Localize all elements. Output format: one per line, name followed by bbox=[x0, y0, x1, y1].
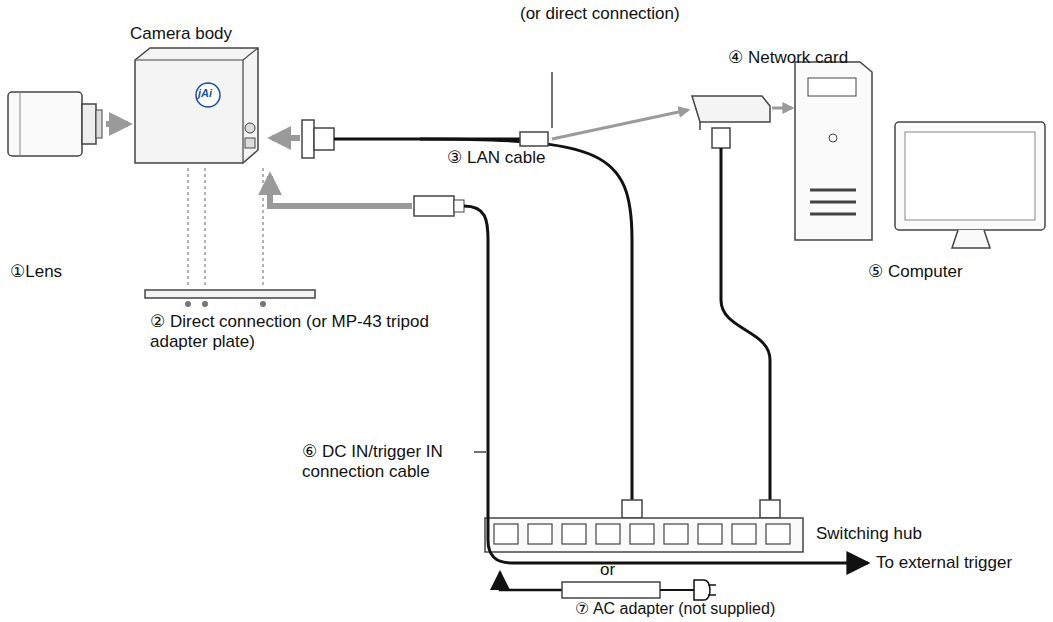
rj45-plug bbox=[712, 128, 730, 148]
signal-label: To external trigger bbox=[876, 553, 1012, 573]
lan-cable-to-hub bbox=[420, 139, 632, 500]
lan-arrow bbox=[272, 135, 300, 141]
camera-body bbox=[135, 48, 258, 163]
monitor bbox=[895, 122, 1045, 248]
ac-adapter bbox=[562, 580, 716, 600]
rj45-plug bbox=[622, 500, 642, 518]
logo-text: jAi bbox=[198, 87, 212, 100]
callout-label: ⑦ AC adapter (not supplied) bbox=[575, 600, 775, 618]
hub-port bbox=[562, 524, 586, 544]
adapter-lead bbox=[500, 572, 562, 590]
hub-port bbox=[766, 524, 790, 544]
rj45-plug bbox=[520, 132, 548, 146]
card-arrow bbox=[772, 107, 792, 110]
network-card bbox=[692, 96, 770, 130]
callout-label: ② Direct connection (or MP-43 tripod ada… bbox=[150, 312, 450, 352]
computer-tower bbox=[795, 62, 872, 240]
trigger-cable bbox=[464, 206, 868, 563]
power-arrow bbox=[270, 176, 412, 206]
hub-port bbox=[630, 524, 654, 544]
callout-label: ④ Network card bbox=[728, 48, 848, 68]
lens bbox=[8, 92, 102, 156]
hub-port bbox=[732, 524, 756, 544]
plug-arrow bbox=[552, 110, 688, 139]
hub-port bbox=[664, 524, 688, 544]
card-cable bbox=[721, 148, 770, 500]
direct-leader bbox=[551, 72, 552, 128]
hub-port bbox=[494, 524, 518, 544]
tripod-plate bbox=[145, 168, 315, 307]
mount-arrow bbox=[106, 121, 128, 127]
note-label: (or direct connection) bbox=[520, 4, 680, 24]
lan-connector bbox=[302, 120, 334, 158]
part-name: Camera body bbox=[130, 24, 232, 44]
hub-port bbox=[528, 524, 552, 544]
note-label: or bbox=[600, 560, 615, 580]
callout-label: ①Lens bbox=[10, 262, 62, 282]
part-name: Switching hub bbox=[816, 524, 922, 544]
rj45-plug bbox=[760, 500, 780, 518]
callout-label: ⑤ Computer bbox=[868, 262, 963, 282]
callout-label: ⑥ DC IN/trigger IN connection cable bbox=[302, 442, 474, 482]
switching-hub bbox=[485, 518, 803, 552]
hub-port bbox=[596, 524, 620, 544]
hub-port bbox=[698, 524, 722, 544]
callout-label: ③ LAN cable bbox=[447, 148, 545, 168]
leader-line bbox=[474, 451, 486, 452]
power-connector bbox=[414, 196, 464, 216]
